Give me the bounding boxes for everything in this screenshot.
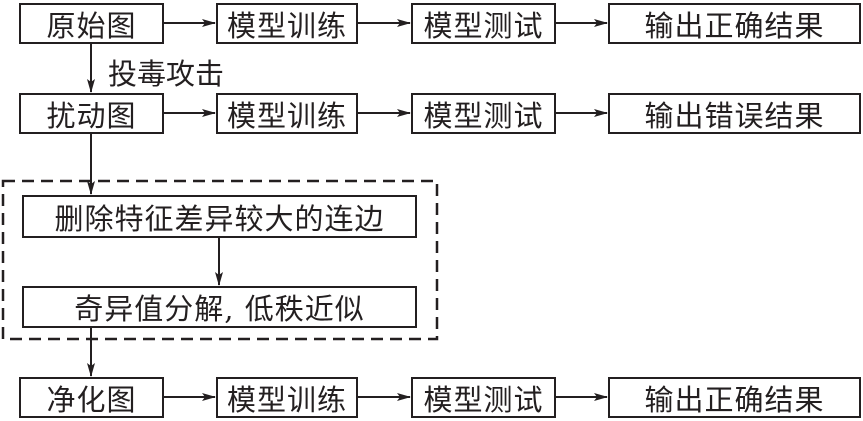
attack-label: 投毒攻击 — [108, 57, 225, 91]
box-model-training: 模型训练 — [216, 93, 358, 134]
box-model-testing: 模型测试 — [411, 377, 556, 418]
box-original-graph: 原始图 — [19, 3, 164, 44]
box-remove-edges: 删除特征差异较大的连边 — [22, 195, 417, 238]
box-model-testing: 模型测试 — [411, 93, 556, 134]
box-perturbed-graph: 扰动图 — [19, 93, 164, 134]
box-model-training: 模型训练 — [216, 3, 358, 44]
box-purified-graph: 净化图 — [19, 377, 164, 418]
box-model-testing: 模型测试 — [411, 3, 556, 44]
defense-dashed-frame — [1, 179, 439, 341]
box-model-training: 模型训练 — [216, 377, 358, 418]
box-output-wrong: 输出错误结果 — [608, 93, 861, 134]
box-svd-low-rank: 奇异值分解, 低秩近似 — [22, 286, 417, 328]
box-output-correct: 输出正确结果 — [608, 3, 861, 44]
box-output-correct: 输出正确结果 — [608, 377, 861, 418]
